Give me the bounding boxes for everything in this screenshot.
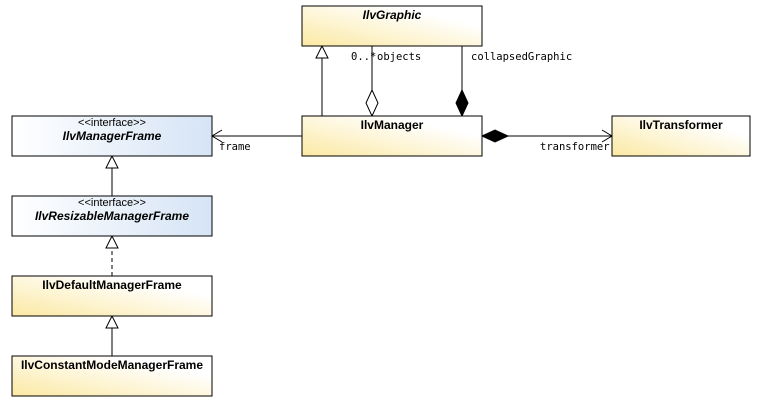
generalization-resizable-frame — [105, 154, 119, 196]
frame-role-label: frame — [219, 141, 251, 153]
generalization-manager-graphic — [315, 44, 329, 116]
stereotype-label: <<interface>> — [78, 197, 146, 209]
filled-diamond-icon — [480, 129, 510, 143]
collapsed-role-label: collapsedGraphic — [471, 51, 572, 63]
hollow-triangle-arrowhead-icon — [315, 44, 329, 59]
class-name: IlvResizableManagerFrame — [35, 209, 189, 223]
class-ilvdefaultmanagerframe[interactable]: IlvDefaultManagerFrame — [11, 275, 213, 317]
class-ilvgraphic[interactable]: IlvGraphic — [301, 5, 483, 47]
class-ilvtransformer[interactable]: IlvTransformer — [611, 115, 751, 157]
generalization-constant-frame — [105, 314, 119, 356]
interface-ilvresizablemanagerframe[interactable]: <<interface>> IlvResizableManagerFrame — [11, 195, 213, 237]
composition-collapsed-graphic: collapsedGraphic — [455, 46, 572, 118]
composition-transformer: transformer — [480, 129, 613, 153]
hollow-triangle-arrowhead-icon — [105, 234, 119, 249]
transformer-role-label: transformer — [540, 141, 610, 153]
realization-default-frame — [105, 234, 119, 276]
class-name: IlvTransformer — [639, 118, 723, 132]
hollow-triangle-arrowhead-icon — [105, 154, 119, 169]
aggregation-objects: 0..* objects — [351, 46, 421, 118]
class-name: IlvDefaultManagerFrame — [42, 278, 182, 292]
objects-role-label: objects — [377, 51, 421, 63]
hollow-diamond-icon — [365, 88, 379, 118]
interface-ilvmanagerframe[interactable]: <<interface>> IlvManagerFrame — [11, 115, 213, 157]
class-name: IlvConstantModeManagerFrame — [21, 358, 203, 372]
association-frame: frame — [211, 129, 302, 153]
class-name: IlvManager — [361, 118, 424, 132]
class-name: IlvGraphic — [363, 8, 422, 22]
class-ilvmanager[interactable]: IlvManager — [301, 115, 483, 157]
class-name: IlvManagerFrame — [63, 129, 162, 143]
objects-multiplicity-label: 0..* — [351, 51, 376, 63]
stereotype-label: <<interface>> — [78, 117, 146, 129]
class-ilvconstantmodemanagerframe[interactable]: IlvConstantModeManagerFrame — [11, 355, 213, 397]
filled-diamond-icon — [455, 88, 469, 118]
hollow-triangle-arrowhead-icon — [105, 314, 119, 329]
